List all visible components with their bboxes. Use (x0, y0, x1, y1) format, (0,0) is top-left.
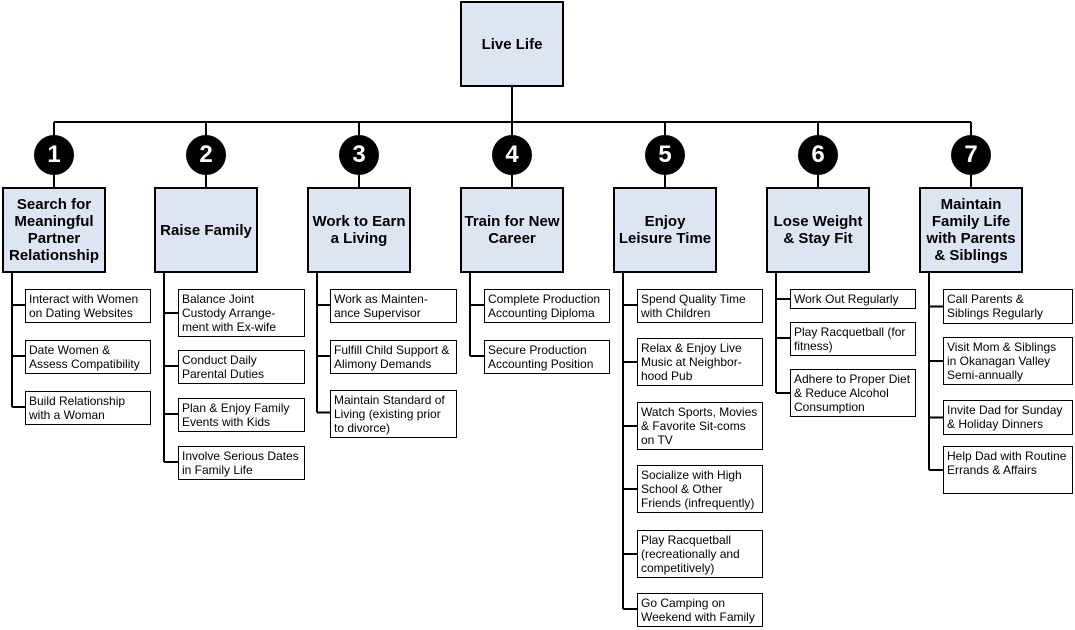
category-4-item: Secure Production Accounting Position (484, 340, 610, 374)
category-2-number-badge: 2 (186, 135, 226, 175)
category-4-title: Train for New Career (460, 187, 564, 273)
category-6-number-badge: 6 (798, 135, 838, 175)
category-5-item: Socialize with High School & Other Frien… (637, 465, 763, 513)
category-2-title: Raise Family (154, 187, 258, 273)
category-7-item: Help Dad with Routine Errands & Affairs (943, 446, 1073, 494)
category-5-item: Go Camping on Weekend with Family (637, 593, 763, 627)
category-6-item: Work Out Regularly (790, 289, 916, 309)
category-5-item: Spend Quality Time with Children (637, 289, 763, 323)
category-2-item: Balance Joint Custody Arrange-ment with … (178, 289, 305, 337)
category-3-number-badge: 3 (339, 135, 379, 175)
category-3-item: Maintain Standard of Living (existing pr… (330, 390, 457, 438)
category-2-item: Conduct Daily Parental Duties (178, 350, 305, 384)
category-1-title: Search for Meaningful Partner Relationsh… (2, 187, 106, 273)
category-5-title: Enjoy Leisure Time (613, 187, 717, 273)
category-1-item: Interact with Women on Dating Websites (25, 289, 151, 323)
category-7-item: Call Parents & Siblings Regularly (943, 289, 1073, 324)
category-3-item: Work as Mainten-ance Supervisor (330, 289, 457, 323)
category-6-item: Play Racquetball (for fitness) (790, 322, 916, 356)
category-7-item: Visit Mom & Siblings in Okanagan Valley … (943, 337, 1073, 385)
category-1-number-badge: 1 (34, 135, 74, 175)
category-3-title: Work to Earn a Living (307, 187, 411, 273)
category-1-item: Date Women & Assess Compatibility (25, 340, 151, 374)
category-4-item: Complete Production Accounting Diploma (484, 289, 610, 323)
category-7-item: Invite Dad for Sunday & Holiday Dinners (943, 400, 1073, 435)
root-box: Live Life (460, 1, 564, 87)
category-7-title: Maintain Family Life with Parents & Sibl… (919, 187, 1023, 273)
category-2-item: Involve Serious Dates in Family Life (178, 446, 305, 480)
category-6-title: Lose Weight & Stay Fit (766, 187, 870, 273)
category-5-item: Relax & Enjoy Live Music at Neighbor-hoo… (637, 338, 763, 386)
category-6-item: Adhere to Proper Diet & Reduce Alcohol C… (790, 369, 916, 417)
category-1-item: Build Relationship with a Woman (25, 391, 151, 425)
category-3-item: Fulfill Child Support & Alimony Demands (330, 340, 457, 374)
category-5-item: Watch Sports, Movies & Favorite Sit-coms… (637, 402, 763, 450)
category-5-number-badge: 5 (645, 135, 685, 175)
category-7-number-badge: 7 (951, 135, 991, 175)
category-4-number-badge: 4 (492, 135, 532, 175)
category-2-item: Plan & Enjoy Family Events with Kids (178, 398, 305, 432)
category-5-item: Play Racquetball (recreationally and com… (637, 530, 763, 578)
